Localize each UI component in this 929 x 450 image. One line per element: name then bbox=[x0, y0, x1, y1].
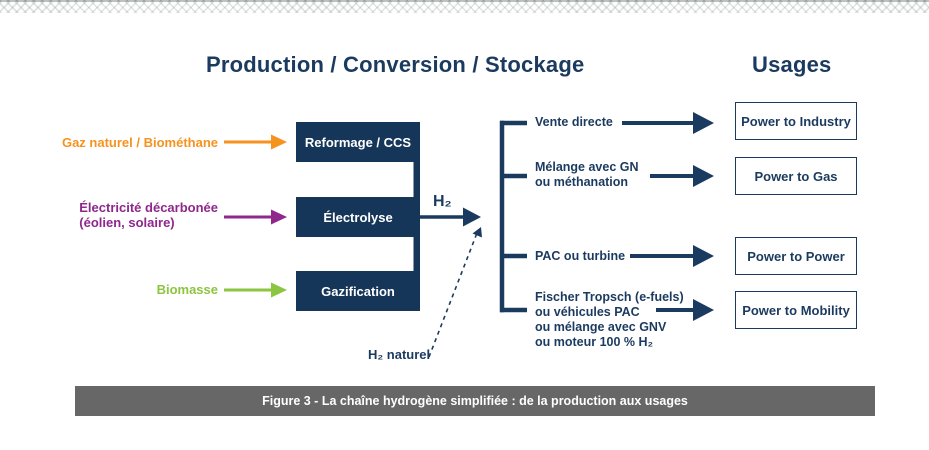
process-box-gazification: Gazification bbox=[296, 271, 420, 311]
pathway-label-line: ou méthanation bbox=[535, 175, 629, 189]
input-label-electricite: Électricité décarbonée (éolien, solaire) bbox=[79, 200, 218, 230]
pathway-label-line: Fischer Tropsch (e-fuels) bbox=[535, 290, 684, 304]
h2-carrier-label: H₂ bbox=[433, 193, 452, 210]
usage-box-power-to-mobility: Power to Mobility bbox=[735, 291, 857, 329]
input-label-line: Électricité décarbonée bbox=[79, 200, 218, 215]
input-label-gaz-naturel: Gaz naturel / Biométhane bbox=[62, 135, 218, 150]
h2-naturel-dashed-arrow bbox=[428, 227, 482, 358]
pathway-label-line: Mélange avec GN bbox=[535, 160, 639, 174]
biomass-input-arrow bbox=[224, 282, 287, 298]
pathway-arrow-industry bbox=[622, 112, 714, 134]
process-box-electrolyse: Électrolyse bbox=[296, 197, 420, 237]
pathway-label-line: ou moteur 100 % H₂ bbox=[535, 335, 654, 349]
input-label-line: (éolien, solaire) bbox=[79, 215, 175, 230]
pathway-label-line: ou mélange avec GNV bbox=[535, 320, 667, 334]
usages-section-title: Usages bbox=[752, 52, 832, 77]
pathway-label-pac-turbine: PAC ou turbine bbox=[535, 249, 625, 264]
figure-caption-text: Figure 3 - La chaîne hydrogène simplifié… bbox=[262, 394, 688, 408]
pathway-label-line: ou véhicules PAC bbox=[535, 305, 640, 319]
input-label-line: Gaz naturel / Biométhane bbox=[61, 135, 218, 150]
pathway-label-fischer-tropsch: Fischer Tropsch (e-fuels) ou véhicules P… bbox=[535, 290, 684, 350]
input-label-biomasse: Biomasse bbox=[157, 282, 218, 297]
usage-box-power-to-power: Power to Power bbox=[735, 237, 857, 275]
input-label-line: Biomasse bbox=[156, 282, 218, 297]
pathway-label-vente-directe: Vente directe bbox=[535, 115, 613, 130]
pathway-arrow-gas bbox=[650, 165, 714, 187]
pathway-arrow-power bbox=[630, 245, 714, 267]
figure-caption-bar: Figure 3 - La chaîne hydrogène simplifié… bbox=[75, 386, 875, 416]
usage-box-power-to-gas: Power to Gas bbox=[735, 157, 857, 195]
h2-naturel-label: H₂ naturel bbox=[368, 347, 431, 362]
pathway-label-melange-gn: Mélange avec GN ou méthanation bbox=[535, 160, 639, 190]
pathway-label-line: PAC ou turbine bbox=[535, 249, 626, 263]
production-section-title: Production / Conversion / Stockage bbox=[206, 52, 585, 77]
distribution-spine bbox=[499, 120, 527, 313]
page-edge-texture bbox=[0, 0, 929, 13]
electricity-input-arrow bbox=[224, 209, 287, 225]
process-box-reformage: Reformage / CCS bbox=[296, 122, 420, 162]
usage-box-power-to-industry: Power to Industry bbox=[735, 102, 857, 140]
gas-input-arrow bbox=[224, 134, 287, 150]
pathway-label-line: Vente directe bbox=[535, 115, 613, 129]
